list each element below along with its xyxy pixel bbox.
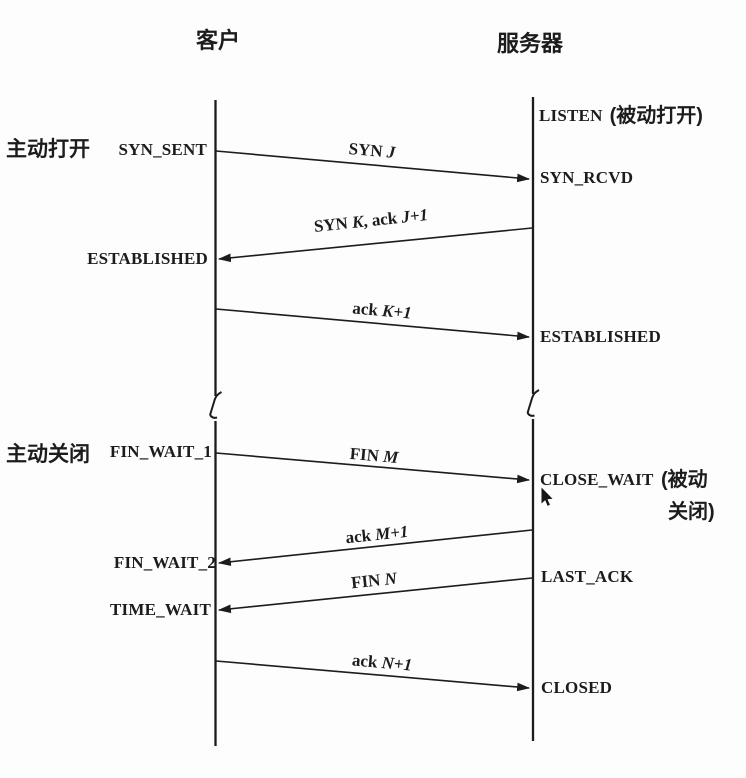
client-state-established: ESTABLISHED <box>87 249 208 268</box>
server-state-listen-row: LISTEN (被动打开) <box>539 103 703 129</box>
arrow-label-var: J+1 <box>400 205 429 227</box>
arrow-label-var: N+1 <box>380 653 413 675</box>
arrow-label-fin-m: FIN M <box>349 444 399 468</box>
arrow-ack-n1 <box>215 660 531 692</box>
arrow-ack-k1 <box>215 308 531 341</box>
arrow-label-text: SYN <box>312 213 354 236</box>
server-header: 服务器 <box>496 31 563 56</box>
arrow-label-text: SYN <box>347 139 388 162</box>
client-state-fin-wait-1: FIN_WAIT_1 <box>109 442 212 461</box>
passive-close-annotation-line1: (被动 <box>661 469 708 491</box>
mouse-cursor-icon <box>541 487 553 506</box>
arrow-fin-m <box>215 452 531 484</box>
arrow-label-var: M+1 <box>374 521 410 545</box>
arrow-label-var: M <box>382 446 400 468</box>
arrow-ack-m1 <box>217 529 533 567</box>
client-state-fin-wait-2: FIN_WAIT_2 <box>113 553 216 572</box>
arrow-label-var: K+1 <box>381 301 413 323</box>
client-state-syn-sent: SYN_SENT <box>118 140 207 159</box>
arrow-label-text: ack <box>351 650 383 672</box>
arrow-label-syn-j: SYN J <box>348 139 396 163</box>
passive-close-annotation-line2: 关闭) <box>668 501 715 523</box>
active-close-annotation: 主动关闭 <box>6 443 90 466</box>
arrow-syn-j <box>215 150 531 183</box>
arrow-syn-k-ack-j1 <box>217 227 533 263</box>
arrow-label-var: N <box>383 568 398 589</box>
server-state-close-wait: CLOSE_WAIT <box>540 470 654 489</box>
client-timeline-break-icon <box>209 391 222 419</box>
server-state-closed: CLOSED <box>541 678 613 697</box>
passive-open-annotation: (被动打开) <box>609 105 703 127</box>
arrow-label-text: FIN <box>348 443 385 466</box>
arrow-label-text: FIN <box>350 569 386 593</box>
client-state-time-wait: TIME_WAIT <box>110 600 211 619</box>
arrow-fin-n <box>217 577 533 614</box>
active-open-annotation: 主动打开 <box>6 138 90 161</box>
arrow-label-text: ack <box>344 525 377 548</box>
arrow-label-text: , ack <box>362 207 403 231</box>
server-state-syn-rcvd: SYN_RCVD <box>540 168 634 187</box>
arrow-label-var: J <box>386 142 397 163</box>
server-state-last-ack: LAST_ACK <box>541 567 634 586</box>
arrow-label-text: ack <box>351 298 383 320</box>
server-state-established: ESTABLISHED <box>540 327 661 346</box>
server-state-listen: LISTEN <box>539 106 603 125</box>
server-timeline-break-icon <box>526 389 540 417</box>
client-header: 客户 <box>195 28 240 53</box>
